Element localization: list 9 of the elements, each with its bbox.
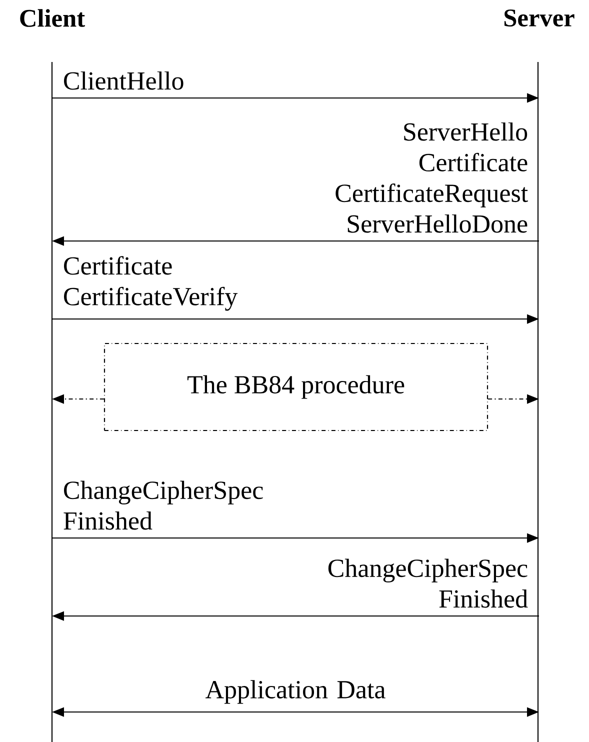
message-label: Certificate CertificateVerify bbox=[64, 256, 238, 311]
participant-label: Server bbox=[504, 10, 574, 27]
message-label: ClientHello bbox=[64, 71, 184, 90]
participant-label: Client bbox=[20, 9, 85, 27]
message-label: ChangeCipherSpec Finished bbox=[328, 558, 528, 608]
message-label: ChangeCipherSpec Finished bbox=[64, 480, 263, 530]
message-label: ServerHello Certificate CertificateRequest ServerHelloDone bbox=[336, 122, 528, 233]
procedure-box: The BB84 procedure bbox=[104, 342, 488, 432]
message-label: Application Data bbox=[206, 680, 386, 704]
